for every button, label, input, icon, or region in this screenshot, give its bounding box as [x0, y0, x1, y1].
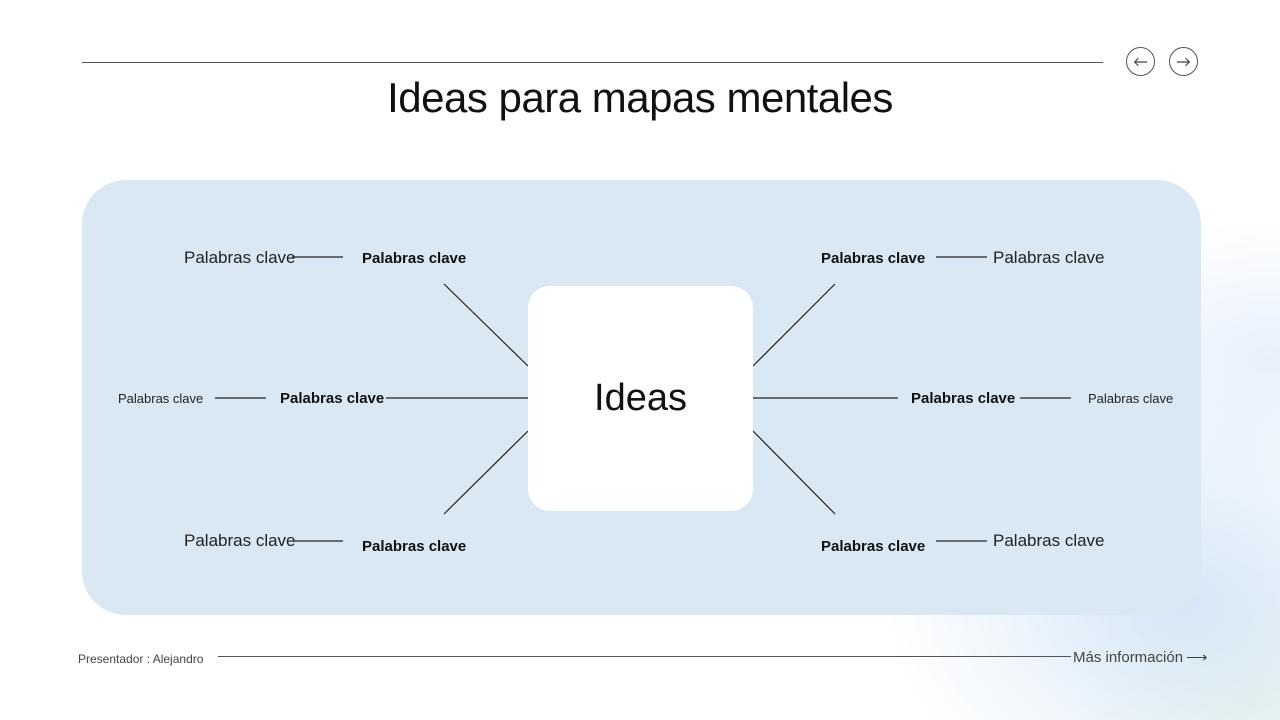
keyword-right-bottom-inner: Palabras clave	[821, 538, 926, 555]
keyword-right-top-outer: Palabras clave	[993, 248, 1105, 267]
keyword-right-middle-outer: Palabras clave	[1088, 391, 1174, 406]
keyword-left-bottom-outer: Palabras clave	[184, 531, 296, 550]
previous-slide-button[interactable]	[1126, 47, 1155, 76]
arrow-left-icon	[1133, 57, 1148, 66]
keyword-left-top-inner: Palabras clave	[362, 250, 467, 267]
more-info-label: Más información	[1073, 649, 1184, 666]
arrow-right-icon: ⟶	[1186, 649, 1208, 666]
arrow-right-icon	[1176, 57, 1191, 66]
presenter-label: Presentador : Alejandro	[78, 652, 204, 666]
footer-divider	[218, 656, 1071, 657]
keyword-left-top-outer: Palabras clave	[184, 248, 296, 267]
keyword-left-middle-inner: Palabras clave	[280, 390, 385, 407]
header-divider	[82, 62, 1103, 63]
more-info-link[interactable]: Más información⟶	[1073, 648, 1208, 666]
central-idea-label: Ideas	[594, 377, 687, 419]
keyword-right-bottom-outer: Palabras clave	[993, 531, 1105, 550]
keyword-left-middle-outer: Palabras clave	[118, 391, 204, 406]
next-slide-button[interactable]	[1169, 47, 1198, 76]
keyword-right-middle-inner: Palabras clave	[911, 390, 1016, 407]
keyword-left-bottom-inner: Palabras clave	[362, 538, 467, 555]
page-title: Ideas para mapas mentales	[387, 74, 893, 121]
central-idea-node: Ideas	[528, 286, 753, 511]
keyword-right-top-inner: Palabras clave	[821, 250, 926, 267]
